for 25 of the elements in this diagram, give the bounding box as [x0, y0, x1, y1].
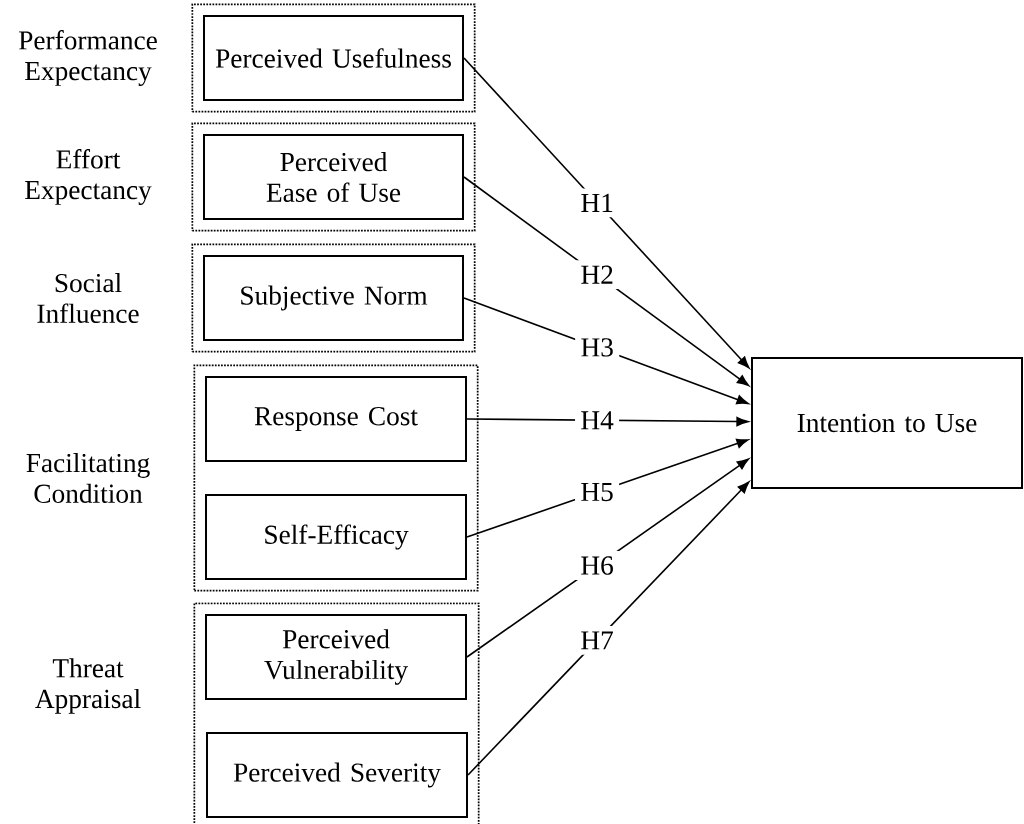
concept-box: Self-Efficacy — [205, 494, 467, 580]
concept-box: Intention to Use — [751, 357, 1023, 489]
arrow — [463, 176, 750, 387]
arrow — [466, 416, 749, 427]
edge-label: H5 — [575, 477, 620, 507]
concept-box: Perceived Severity — [206, 732, 468, 818]
concept-box: Perceived Ease of Use — [203, 134, 464, 220]
edge-label: H1 — [575, 188, 620, 218]
group-label: Effort Expectancy — [25, 149, 152, 205]
edge-label: H7 — [575, 626, 620, 655]
concept-box: Perceived Vulnerability — [205, 614, 467, 700]
concept-box: Subjective Norm — [203, 255, 464, 341]
edge-label: H6 — [575, 551, 620, 581]
group-label: Performance Expectancy — [19, 30, 157, 86]
arrow — [466, 458, 750, 658]
arrow — [467, 481, 750, 776]
group-label: Social Influence — [37, 273, 139, 323]
concept-box: Perceived Usefulness — [203, 15, 464, 101]
group-label: Threat Appraisal — [35, 658, 141, 714]
group-label: Facilitating Condition — [26, 453, 150, 503]
arrow — [463, 57, 750, 369]
edge-label: H3 — [575, 332, 620, 362]
concept-box: Response Cost — [205, 376, 467, 462]
edge-label: H2 — [575, 260, 620, 289]
edge-label: H4 — [575, 405, 620, 435]
